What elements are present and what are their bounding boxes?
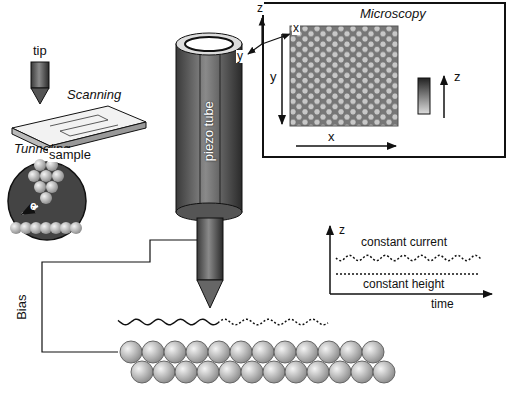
axes-triad bbox=[248, 18, 290, 54]
scan-tip bbox=[31, 62, 49, 104]
curve-label: constant current bbox=[360, 236, 448, 249]
y-arrow bbox=[281, 34, 283, 124]
axis-label: z bbox=[256, 2, 264, 15]
surface-atoms bbox=[120, 341, 395, 383]
piezo-tube bbox=[176, 33, 242, 308]
section-heading: Scanning bbox=[66, 88, 122, 102]
node-label: y bbox=[270, 70, 277, 84]
x-arrow bbox=[296, 145, 396, 147]
tip-trace-dotted bbox=[218, 319, 328, 325]
tip-trace bbox=[118, 319, 218, 325]
axis-label: z bbox=[338, 224, 346, 237]
axis-label: y bbox=[236, 50, 244, 63]
node-heading: Microscopy bbox=[360, 7, 426, 21]
z-colorbar bbox=[418, 78, 430, 114]
signal-label: Bias bbox=[14, 294, 28, 321]
tunneling-circle: Tunnelinge bbox=[8, 162, 86, 240]
node-heading: piezo tube bbox=[202, 101, 216, 161]
axis-label: time bbox=[430, 298, 455, 311]
atom-image bbox=[290, 26, 398, 126]
node-label: x bbox=[328, 130, 335, 144]
axis-label: x bbox=[292, 22, 300, 35]
tunneling-closeup bbox=[8, 159, 86, 240]
signal-chart bbox=[330, 226, 492, 294]
part-label: tip bbox=[32, 44, 48, 58]
piezo-tube-box: piezo tube bbox=[176, 56, 242, 206]
part-label: sample bbox=[48, 148, 92, 162]
node-label: e bbox=[30, 200, 37, 213]
z-arrow bbox=[443, 76, 445, 118]
bias-wire bbox=[42, 240, 197, 352]
node-label: z bbox=[454, 70, 461, 84]
curve-label: constant height bbox=[362, 278, 445, 291]
